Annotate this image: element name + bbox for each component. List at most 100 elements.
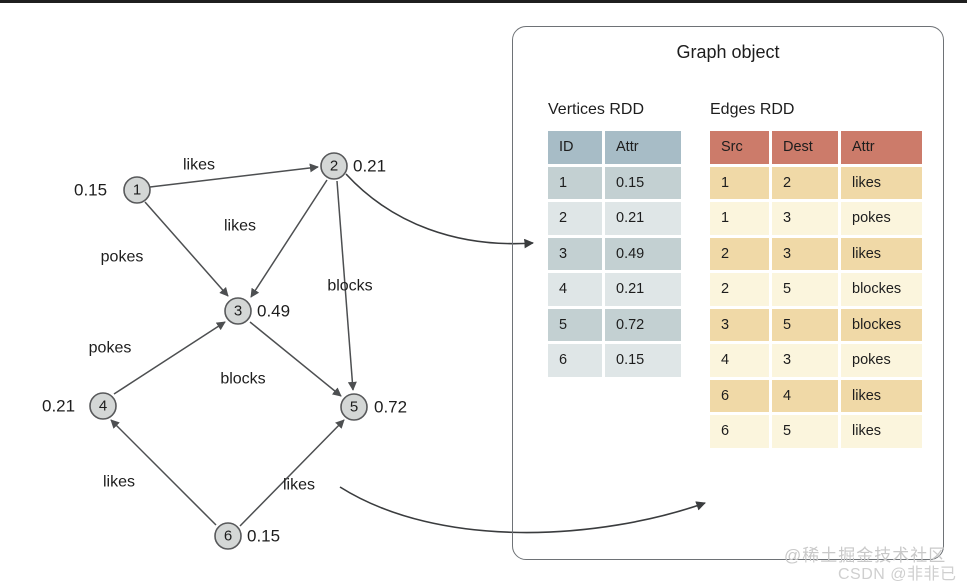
edge-1-2 [149, 163, 319, 188]
cell-id: 2 [548, 202, 602, 235]
cell-id: 3 [548, 237, 602, 270]
graph-node-label-3: 3 [234, 303, 242, 320]
edge-label-1-3: pokes [101, 249, 144, 266]
cell-attr: likes [841, 415, 922, 448]
cell-dest: 5 [772, 415, 838, 448]
edges-rdd-title: Edges RDD [710, 101, 795, 118]
cell-id: 5 [548, 308, 602, 341]
cell-attr: pokes [841, 344, 922, 377]
table-row[interactable]: 6 5 likes [710, 415, 922, 448]
table-row[interactable]: 1 2 likes [710, 166, 922, 199]
table-header-row: Src Dest Attr [710, 131, 922, 164]
edge-3-5 [249, 321, 342, 397]
table-row[interactable]: 1 0.15 [548, 166, 681, 199]
cell-src: 6 [710, 379, 769, 412]
cell-dest: 2 [772, 166, 838, 199]
cell-dest: 3 [772, 344, 838, 377]
graph-node-attr-3: 0.49 [257, 302, 290, 321]
cell-attr: likes [841, 379, 922, 412]
top-bar [0, 0, 967, 3]
column-header-attr: Attr [841, 131, 922, 164]
column-header-src: Src [710, 131, 769, 164]
cell-attr: pokes [841, 202, 922, 235]
edge-label-2-3: likes [224, 218, 256, 235]
cell-src: 1 [710, 202, 769, 235]
cell-attr: likes [841, 237, 922, 270]
edge-label-4-3: pokes [89, 340, 132, 357]
edges-rdd-table: Src Dest Attr 1 2 likes 1 3 pokes 2 [707, 128, 925, 451]
cell-id: 6 [548, 344, 602, 377]
graph-node-attr-4: 0.21 [42, 397, 75, 416]
cell-attr: 0.15 [605, 166, 681, 199]
vertices-rdd-table: ID Attr 1 0.15 2 0.21 3 0.49 4 [545, 128, 684, 380]
table-row[interactable]: 5 0.72 [548, 308, 681, 341]
graph-node-label-6: 6 [224, 528, 232, 545]
edge-label-1-2: likes [183, 157, 215, 174]
table-row[interactable]: 2 3 likes [710, 237, 922, 270]
edge-label-6-5: likes [283, 477, 315, 494]
graph-node-label-1: 1 [133, 182, 141, 199]
connector-edge-6-5 [339, 486, 706, 534]
column-header-dest: Dest [772, 131, 838, 164]
graph-node-attr-2: 0.21 [353, 157, 386, 176]
graph-to-table-connectors [339, 173, 706, 534]
cell-dest: 4 [772, 379, 838, 412]
table-row[interactable]: 1 3 pokes [710, 202, 922, 235]
edge-1-3 [144, 201, 229, 297]
cell-dest: 5 [772, 308, 838, 341]
edge-2-5 [336, 180, 357, 391]
table-row[interactable]: 2 5 blockes [710, 273, 922, 306]
cell-dest: 3 [772, 202, 838, 235]
graph-node-6[interactable] [214, 522, 242, 550]
graph-edges [110, 163, 357, 527]
graph-node-attr-5: 0.72 [374, 398, 407, 417]
cell-src: 2 [710, 237, 769, 270]
vertices-rdd-title: Vertices RDD [548, 101, 645, 118]
table-row[interactable]: 2 0.21 [548, 202, 681, 235]
graph-object-panel [512, 26, 944, 560]
cell-src: 6 [710, 415, 769, 448]
cell-attr: blockes [841, 273, 922, 306]
edges-rdd-block: Edges RDD Src Dest Attr 1 2 likes 1 3 p [710, 101, 925, 451]
connector-vertex-2 [345, 173, 534, 249]
graph-node-2[interactable] [320, 152, 348, 180]
graph-nodes: 1 0.15 2 0.21 3 0.49 4 0.21 5 0.72 6 0.1… [42, 152, 407, 550]
edge-6-4 [110, 419, 217, 526]
graph-node-3[interactable] [224, 297, 252, 325]
graph-node-label-2: 2 [330, 158, 338, 175]
column-header-id: ID [548, 131, 602, 164]
table-row[interactable]: 3 5 blockes [710, 308, 922, 341]
graph-node-label-5: 5 [350, 399, 358, 416]
edge-label-6-4: likes [103, 474, 135, 491]
cell-attr: 0.72 [605, 308, 681, 341]
cell-attr: 0.15 [605, 344, 681, 377]
cell-id: 4 [548, 273, 602, 306]
table-row[interactable]: 6 0.15 [548, 344, 681, 377]
cell-src: 1 [710, 166, 769, 199]
cell-attr: 0.21 [605, 273, 681, 306]
cell-attr: 0.49 [605, 237, 681, 270]
cell-src: 2 [710, 273, 769, 306]
table-row[interactable]: 3 0.49 [548, 237, 681, 270]
table-row[interactable]: 4 0.21 [548, 273, 681, 306]
cell-attr: blockes [841, 308, 922, 341]
table-row[interactable]: 6 4 likes [710, 379, 922, 412]
cell-dest: 3 [772, 237, 838, 270]
column-header-attr: Attr [605, 131, 681, 164]
edge-label-2-5: blocks [327, 278, 372, 295]
graph-node-1[interactable] [123, 176, 151, 204]
cell-attr: likes [841, 166, 922, 199]
cell-attr: 0.21 [605, 202, 681, 235]
vertices-rdd-block: Vertices RDD ID Attr 1 0.15 2 0.21 3 [548, 101, 684, 380]
graph-node-4[interactable] [89, 392, 117, 420]
cell-id: 1 [548, 166, 602, 199]
cell-src: 4 [710, 344, 769, 377]
table-row[interactable]: 4 3 pokes [710, 344, 922, 377]
graph-edge-labels: likes pokes likes blocks blocks pokes li… [89, 157, 373, 494]
cell-src: 3 [710, 308, 769, 341]
graph-node-5[interactable] [340, 393, 368, 421]
graph-node-label-4: 4 [99, 398, 107, 415]
edge-2-3 [250, 179, 328, 298]
